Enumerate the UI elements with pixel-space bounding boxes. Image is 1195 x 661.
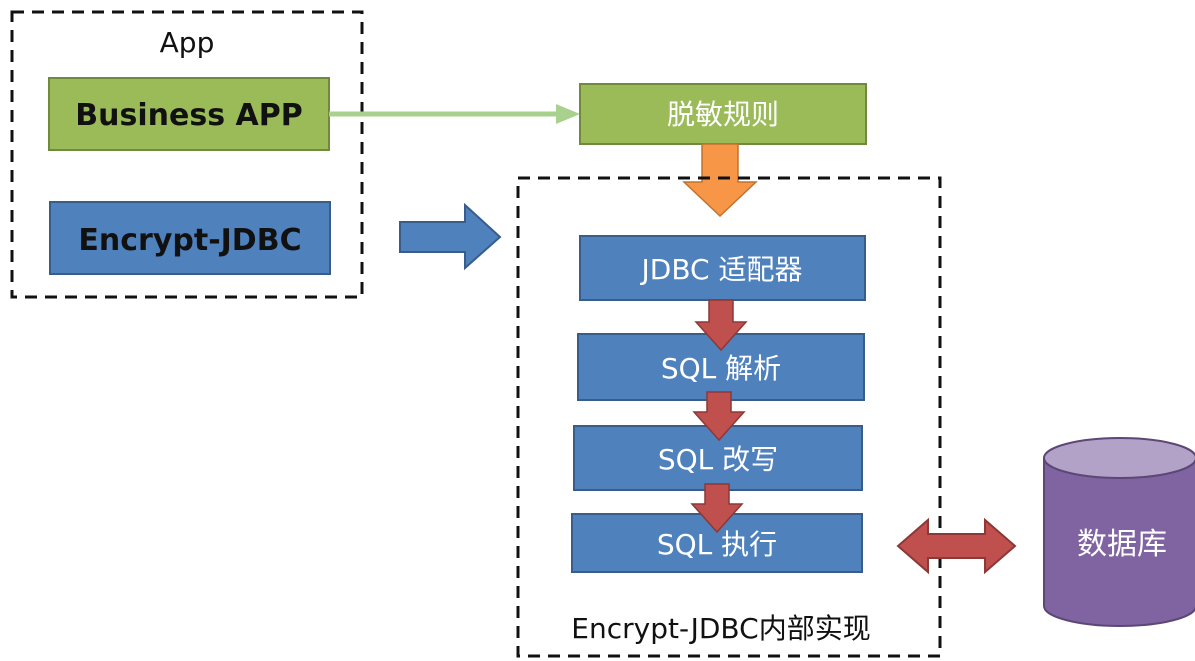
encrypt-jdbc-label: Encrypt-JDBC (78, 223, 301, 258)
internal-group-caption: Encrypt-JDBC内部实现 (571, 612, 870, 645)
business-app-label: Business APP (75, 98, 302, 133)
step-sql-execute-label: SQL 执行 (657, 528, 777, 561)
masking-rules-label: 脱敏规则 (667, 98, 779, 131)
step-sql-parse-label: SQL 解析 (661, 352, 781, 385)
orange-down-arrow (682, 143, 758, 218)
masking-rules-box: 脱敏规则 (579, 83, 867, 145)
app-group-title: App (160, 26, 215, 59)
internal-group-container (516, 176, 942, 658)
blue-right-arrow (399, 202, 502, 271)
app-group-container (10, 10, 364, 299)
encrypt-jdbc-box: Encrypt-JDBC (49, 201, 331, 275)
database-label: 数据库 (1077, 527, 1167, 562)
red-double-arrow (896, 517, 1017, 575)
red-down-arrow-3 (690, 483, 744, 534)
step-jdbc-adapter-box: JDBC 适配器 (579, 235, 866, 301)
red-down-arrow-2 (692, 391, 746, 442)
database-cylinder: 数据库 (1043, 437, 1195, 627)
green-connector-arrow (329, 104, 580, 124)
step-jdbc-adapter-label: JDBC 适配器 (640, 253, 803, 286)
red-down-arrow-1 (694, 299, 748, 352)
step-sql-rewrite-label: SQL 改写 (658, 443, 778, 476)
business-app-box: Business APP (48, 77, 330, 151)
